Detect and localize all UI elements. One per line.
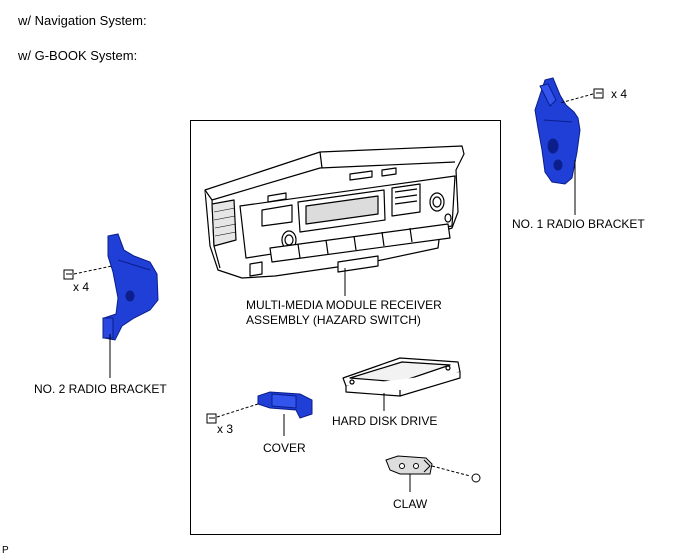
no2-screw bbox=[63, 265, 113, 280]
heading-gbook: w/ G-BOOK System: bbox=[18, 48, 138, 63]
receiver-label-line1: MULTI-MEDIA MODULE RECEIVER bbox=[246, 298, 442, 312]
no2-screw-qty: x 4 bbox=[73, 280, 90, 294]
hdd-label: HARD DISK DRIVE bbox=[332, 414, 438, 428]
multimedia-receiver bbox=[204, 145, 465, 279]
corner-mark: P bbox=[2, 545, 9, 556]
no2-bracket-label: NO. 2 RADIO BRACKET bbox=[34, 382, 167, 396]
hard-disk-drive bbox=[342, 357, 461, 397]
cover-screw bbox=[206, 403, 259, 424]
no1-radio-bracket bbox=[534, 77, 581, 185]
no1-bracket-label: NO. 1 RADIO BRACKET bbox=[512, 217, 645, 231]
cover-screw-qty: x 3 bbox=[217, 422, 234, 436]
receiver-label-line2: ASSEMBLY (HAZARD SWITCH) bbox=[246, 313, 421, 327]
assembly-frame bbox=[190, 120, 501, 535]
no2-radio-bracket bbox=[102, 233, 159, 341]
cover-label: COVER bbox=[263, 441, 306, 455]
claw-screw bbox=[431, 465, 481, 483]
no1-screw bbox=[559, 88, 604, 104]
claw-part bbox=[385, 455, 433, 475]
heading-navigation: w/ Navigation System: bbox=[18, 13, 147, 28]
claw-label: CLAW bbox=[393, 497, 428, 511]
cover-part bbox=[257, 391, 313, 419]
no1-screw-qty: x 4 bbox=[611, 87, 628, 101]
